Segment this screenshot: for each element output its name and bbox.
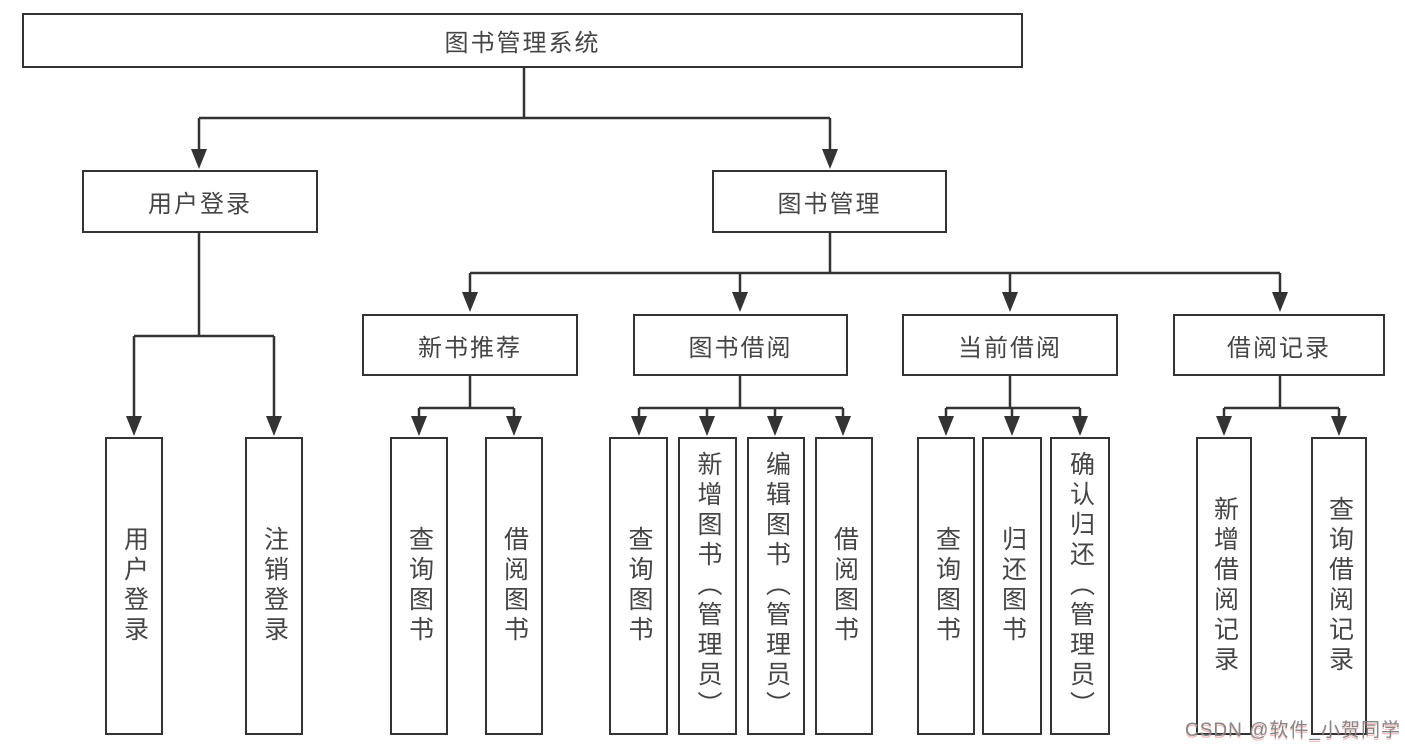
leaf-add-borrow-record: 新增借阅记录	[1196, 437, 1252, 735]
leaf-borrow-query-books: 查询图书	[609, 437, 668, 735]
node-book-management: 图书管理	[712, 170, 947, 233]
edge-root-branch	[197, 68, 832, 152]
edge-user-login-branch	[132, 233, 276, 420]
leaf-label: 借阅图书	[500, 526, 529, 646]
edge-book-borrow-branch	[637, 376, 845, 421]
arrowheads	[126, 149, 1347, 436]
leaf-label: 编辑图书（管理员）	[762, 451, 791, 721]
leaf-logout: 注销登录	[245, 437, 303, 735]
node-book-borrow: 图书借阅	[633, 314, 848, 376]
leaf-label: 确认归还（管理员）	[1066, 451, 1095, 721]
edge-book-management-branch	[468, 233, 1282, 296]
leaf-label: 查询图书	[405, 526, 434, 646]
leaf-label: 查询图书	[932, 526, 961, 646]
leaf-return-books: 归还图书	[982, 437, 1042, 735]
node-current-borrow-label: 当前借阅	[958, 334, 1062, 362]
leaf-add-books-admin: 新增图书（管理员）	[678, 437, 737, 735]
leaf-confirm-return-admin: 确认归还（管理员）	[1050, 437, 1110, 735]
leaf-label: 查询图书	[625, 526, 653, 646]
edge-new-book-branch	[417, 376, 516, 421]
leaf-query-borrow-record: 查询借阅记录	[1311, 437, 1367, 735]
edge-borrow-records-branch	[1222, 376, 1341, 421]
leaf-label: 新增借阅记录	[1210, 496, 1239, 676]
node-root-label: 图书管理系统	[444, 30, 601, 57]
leaf-label: 归还图书	[998, 526, 1027, 646]
node-borrow-records-label: 借阅记录	[1227, 334, 1331, 362]
leaf-rec-query-books: 查询图书	[390, 437, 448, 735]
node-new-book-recommend: 新书推荐	[362, 314, 578, 376]
leaf-rec-borrow-books: 借阅图书	[485, 437, 543, 735]
leaf-edit-books-admin: 编辑图书（管理员）	[747, 437, 805, 735]
leaf-current-query-books: 查询图书	[917, 437, 975, 735]
node-new-book-recommend-label: 新书推荐	[418, 334, 522, 362]
csdn-watermark: CSDN @软件_小贺同学	[1185, 720, 1401, 741]
leaf-user-login: 用户登录	[105, 437, 163, 735]
edge-current-borrow-branch	[944, 376, 1082, 421]
leaf-label: 新增图书（管理员）	[694, 451, 722, 721]
leaf-borrow-books: 借阅图书	[815, 437, 873, 735]
node-root: 图书管理系统	[22, 13, 1023, 68]
node-current-borrow: 当前借阅	[902, 314, 1118, 376]
node-user-login: 用户登录	[82, 170, 318, 233]
node-book-management-label: 图书管理	[777, 191, 882, 218]
leaf-label: 用户登录	[120, 526, 149, 646]
node-borrow-records: 借阅记录	[1173, 314, 1385, 376]
node-book-borrow-label: 图书借阅	[688, 334, 793, 362]
node-user-login-label: 用户登录	[148, 191, 252, 218]
leaf-label: 借阅图书	[830, 526, 859, 646]
leaf-label: 查询借阅记录	[1325, 496, 1354, 676]
leaf-label: 注销登录	[260, 526, 289, 646]
